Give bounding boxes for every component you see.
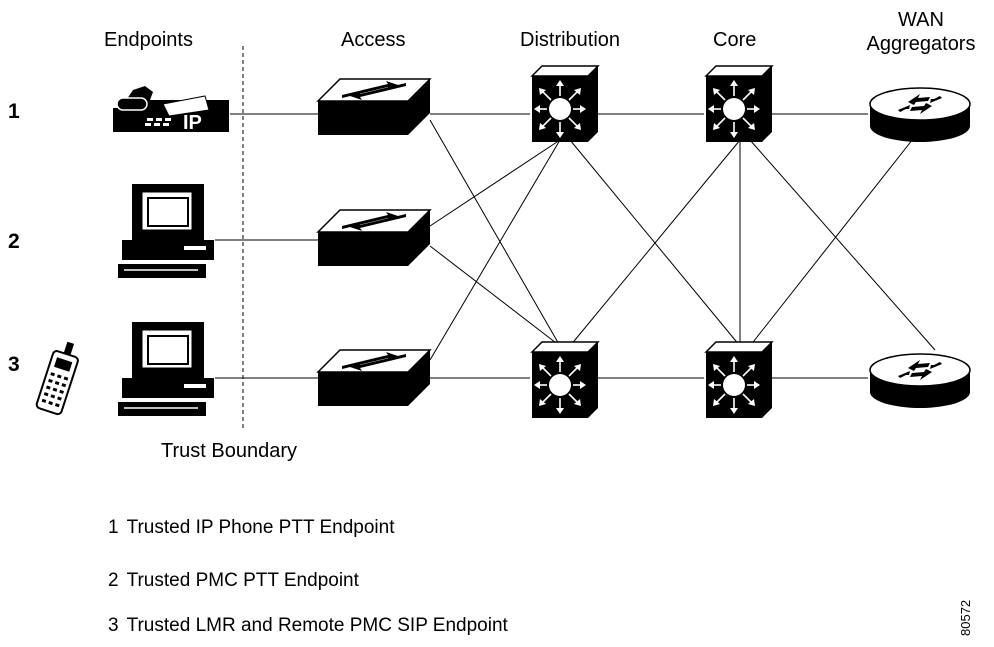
legend-number: 3 xyxy=(108,615,119,636)
legend-text: Trusted LMR and Remote PMC SIP Endpoint xyxy=(126,615,508,636)
access-switch-3-icon xyxy=(317,349,431,407)
ip-phone-icon: IP xyxy=(113,86,229,134)
figure-id: 80572 xyxy=(958,599,973,636)
distribution-switch-1-icon xyxy=(531,65,599,143)
legend-number: 2 xyxy=(108,570,119,591)
header-core: Core xyxy=(713,29,757,51)
wan-router-2-icon xyxy=(869,353,971,409)
legend-item-2: 2 Trusted PMC PTT Endpoint xyxy=(108,570,359,592)
phone-ip-label: IP xyxy=(183,112,202,134)
header-wan-line1: WAN xyxy=(898,9,944,31)
connection-lines xyxy=(215,113,936,379)
header-distribution: Distribution xyxy=(520,29,621,51)
legend-text: Trusted PMC PTT Endpoint xyxy=(126,570,359,591)
row-number-3: 3 xyxy=(8,353,20,376)
core-switch-1-icon xyxy=(705,65,773,143)
header-endpoints: Endpoints xyxy=(104,29,193,51)
legend-item-1: 1 Trusted IP Phone PTT Endpoint xyxy=(108,517,395,539)
pmc-computer-icon xyxy=(117,183,215,279)
legend-text: Trusted IP Phone PTT Endpoint xyxy=(126,517,395,538)
legend-number: 1 xyxy=(108,517,119,538)
trust-boundary-label: Trust Boundary xyxy=(161,440,297,462)
header-access: Access xyxy=(341,29,406,51)
row-number-1: 1 xyxy=(8,100,20,123)
handheld-radio-icon xyxy=(35,341,79,416)
wan-router-1-icon xyxy=(869,87,971,143)
access-switch-2-icon xyxy=(317,209,431,267)
legend-item-3: 3 Trusted LMR and Remote PMC SIP Endpoint xyxy=(108,615,508,637)
lmr-computer-icon xyxy=(117,321,215,417)
header-wan-line2: Aggregators xyxy=(866,33,976,55)
core-switch-2-icon xyxy=(705,341,773,419)
distribution-switch-2-icon xyxy=(531,341,599,419)
row-number-2: 2 xyxy=(8,230,20,253)
access-switch-1-icon xyxy=(317,78,431,136)
header-wan: WAN Aggregators xyxy=(856,8,986,56)
